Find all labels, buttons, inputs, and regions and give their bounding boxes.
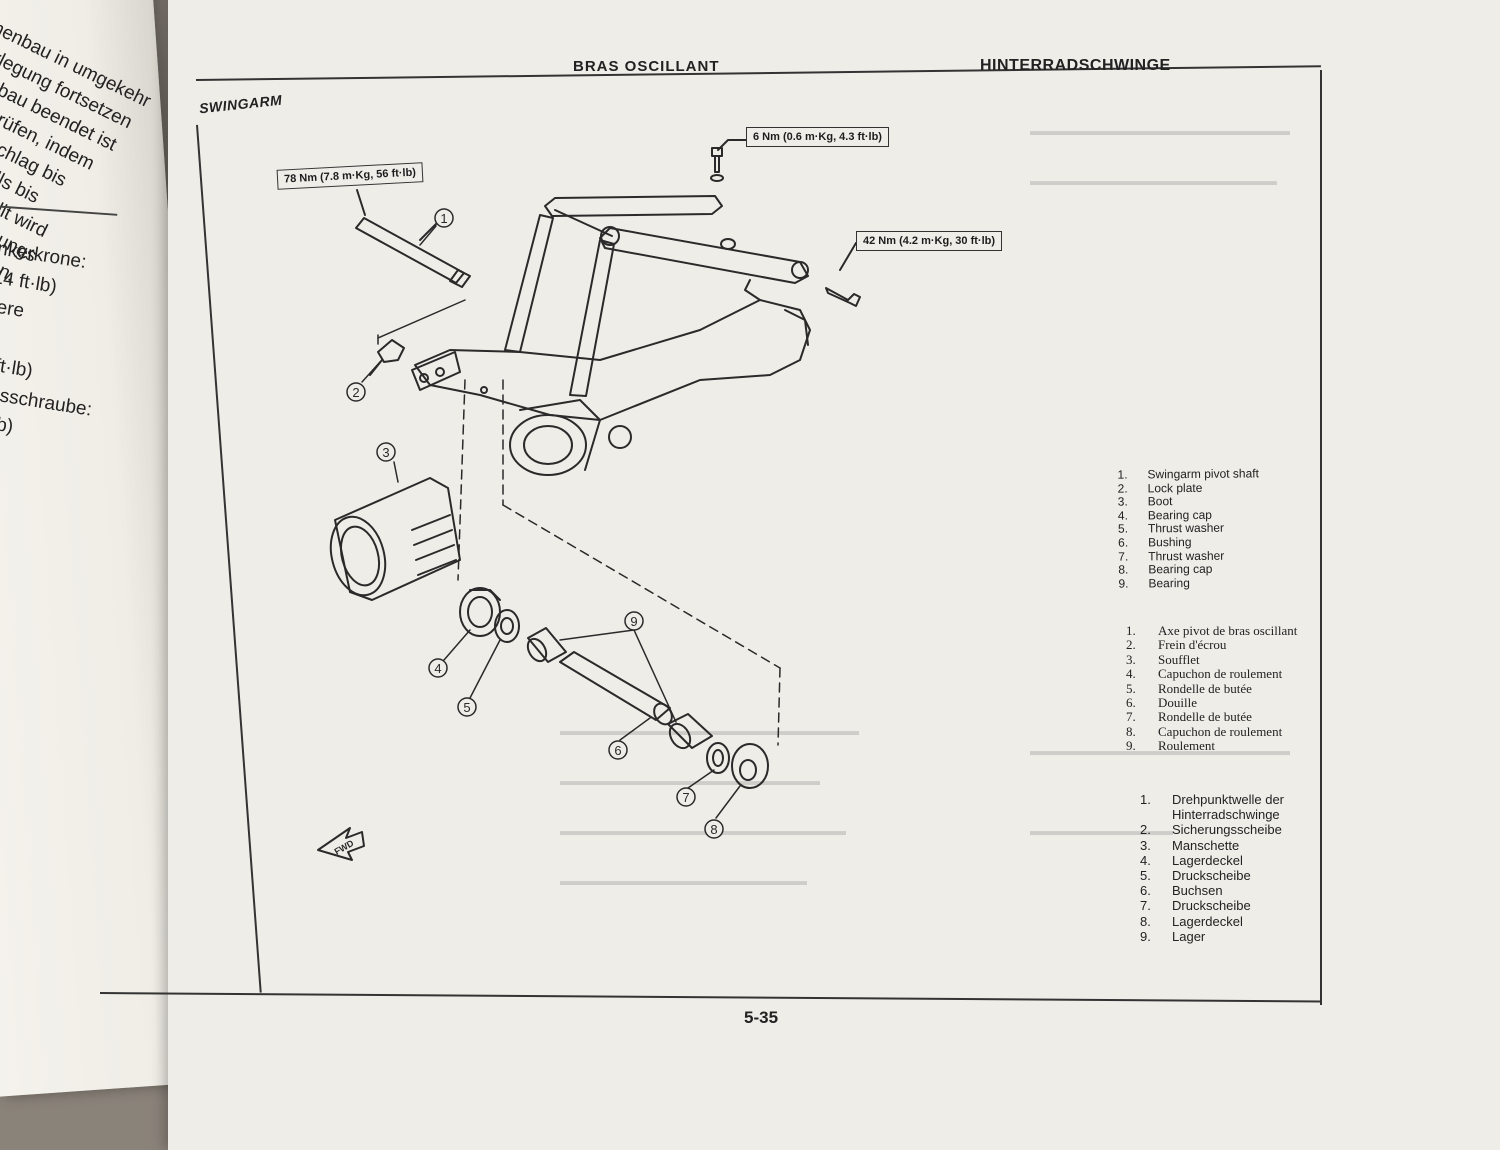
svg-text:2: 2 bbox=[352, 385, 359, 400]
show-through-text: ▬▬▬▬▬▬▬▬▬▬▬▬▬▬▬▬▬▬▬▬ bbox=[1030, 743, 1290, 758]
legend-item: 6.Douille bbox=[1126, 695, 1197, 711]
legend-item: 8.Capuchon de roulement bbox=[1126, 723, 1283, 739]
legend-item: 1.Drehpunktwelle der bbox=[1140, 792, 1285, 807]
svg-text:5: 5 bbox=[463, 700, 470, 715]
legend-item: 6.Buchsen bbox=[1140, 883, 1223, 899]
parts-legend-fr: 1.Axe pivot de bras oscillant 2.Frein d'… bbox=[1126, 623, 1298, 754]
show-through-text: ▬▬▬▬▬▬▬▬▬▬▬▬▬▬▬▬▬▬▬▬ bbox=[1030, 123, 1290, 138]
torque-leader-side bbox=[839, 242, 857, 271]
show-through-text: ▬▬▬▬▬▬▬▬▬▬▬ bbox=[1030, 823, 1173, 838]
torque-leader-pivot bbox=[356, 189, 366, 216]
svg-text:6: 6 bbox=[614, 743, 621, 758]
show-through-text: ▬▬▬▬▬▬▬▬▬▬▬▬▬▬▬▬▬▬▬ bbox=[1030, 173, 1277, 188]
torque-spec-top-bolt: 6 Nm (0.6 m·Kg, 4.3 ft·lb) bbox=[746, 127, 889, 147]
legend-item-continuation: Hinterradschwinge bbox=[1172, 807, 1280, 823]
svg-text:8: 8 bbox=[710, 822, 717, 837]
manual-page: ▬▬▬▬▬▬▬▬▬▬▬▬▬▬▬▬▬▬▬▬ ▬▬▬▬▬▬▬▬▬▬▬▬▬▬▬▬▬▬▬… bbox=[99, 0, 1500, 1150]
callout-8: 8 bbox=[704, 819, 724, 839]
parts-legend-en: 1.Swingarm pivot shaft 2.Lock plate 3.Bo… bbox=[1117, 466, 1259, 591]
svg-text:4: 4 bbox=[434, 661, 441, 676]
callout-4: 4 bbox=[428, 658, 448, 678]
callout-6: 6 bbox=[608, 740, 628, 760]
pivot-shaft-part bbox=[355, 217, 471, 288]
svg-text:1: 1 bbox=[440, 211, 447, 226]
bearing-cap-left-part bbox=[459, 587, 501, 637]
bearing-upper-part bbox=[526, 627, 567, 663]
swingarm-exploded-diagram: FWD 1 2 3 4 5 6 7 8 9 bbox=[317, 139, 861, 861]
legend-item: 3.Soufflet bbox=[1126, 651, 1200, 667]
thrust-washer-right-part bbox=[706, 742, 730, 774]
callout-3: 3 bbox=[376, 442, 396, 462]
legend-item: 9.Roulement bbox=[1126, 738, 1216, 754]
legend-item: 1.Axe pivot de bras oscillant bbox=[1126, 623, 1298, 638]
bearing-lower-part bbox=[667, 713, 713, 750]
legend-item: 5.Druckscheibe bbox=[1140, 868, 1251, 884]
callout-9: 9 bbox=[624, 611, 644, 631]
section-title-de: HINTERRADSCHWINGE bbox=[980, 57, 1171, 74]
bearing-cap-right-part bbox=[731, 743, 769, 789]
torque-spec-side-bolt: 42 Nm (4.2 m·Kg, 30 ft·lb) bbox=[856, 231, 1003, 251]
side-bolt-part bbox=[825, 287, 861, 307]
page-number: 5-35 bbox=[744, 1008, 779, 1027]
callout-5: 5 bbox=[457, 697, 477, 717]
legend-item: 3.Manschette bbox=[1140, 837, 1240, 853]
callout-2: 2 bbox=[346, 382, 366, 402]
parts-legend-de: 1.Drehpunktwelle der Hinterradschwinge 2… bbox=[1140, 792, 1284, 944]
legend-item: 9.Lager bbox=[1140, 928, 1206, 944]
svg-text:9: 9 bbox=[630, 614, 637, 629]
bushing-part bbox=[559, 651, 673, 726]
show-through-text: ▬▬▬▬▬▬▬▬▬▬▬▬▬▬▬▬▬▬▬▬▬▬ bbox=[560, 823, 846, 838]
legend-item: 2.Lock plate bbox=[1117, 480, 1203, 496]
show-through-text: ▬▬▬▬▬▬▬▬▬▬▬▬▬▬▬▬▬▬▬▬▬▬▬ bbox=[560, 723, 859, 738]
section-title-fr: BRAS OSCILLANT bbox=[573, 58, 720, 75]
legend-item: 2.Frein d'écrou bbox=[1126, 637, 1227, 653]
svg-text:7: 7 bbox=[682, 790, 689, 805]
torque-leader-top bbox=[717, 139, 747, 151]
legend-item: 4.Lagerdeckel bbox=[1140, 852, 1243, 868]
legend-item: 5.Rondelle de butée bbox=[1126, 680, 1252, 696]
frame-right-rule bbox=[1320, 70, 1322, 1005]
callout-7: 7 bbox=[676, 787, 696, 807]
legend-item: 7.Druckscheibe bbox=[1140, 898, 1251, 914]
legend-item: 2.Sicherungsscheibe bbox=[1140, 822, 1282, 838]
thrust-washer-left-part bbox=[494, 609, 520, 643]
show-through-text: ▬▬▬▬▬▬▬▬▬▬▬▬▬▬▬▬▬▬▬ bbox=[560, 873, 807, 888]
top-bolt-part bbox=[710, 147, 736, 250]
legend-item: 8.Lagerdeckel bbox=[1140, 913, 1243, 929]
callout-1: 1 bbox=[434, 208, 454, 228]
assembly-centerlines bbox=[377, 334, 781, 746]
forward-arrow-icon: FWD bbox=[317, 827, 365, 861]
svg-text:3: 3 bbox=[382, 445, 389, 460]
boot-part bbox=[329, 477, 461, 601]
lock-plate-part bbox=[369, 339, 405, 376]
legend-item: 9.Bearing bbox=[1118, 575, 1190, 591]
swingarm-frame-part bbox=[411, 195, 811, 476]
legend-item: 4.Capuchon de roulement bbox=[1126, 666, 1283, 682]
legend-item: 7.Rondelle de butée bbox=[1126, 709, 1252, 725]
